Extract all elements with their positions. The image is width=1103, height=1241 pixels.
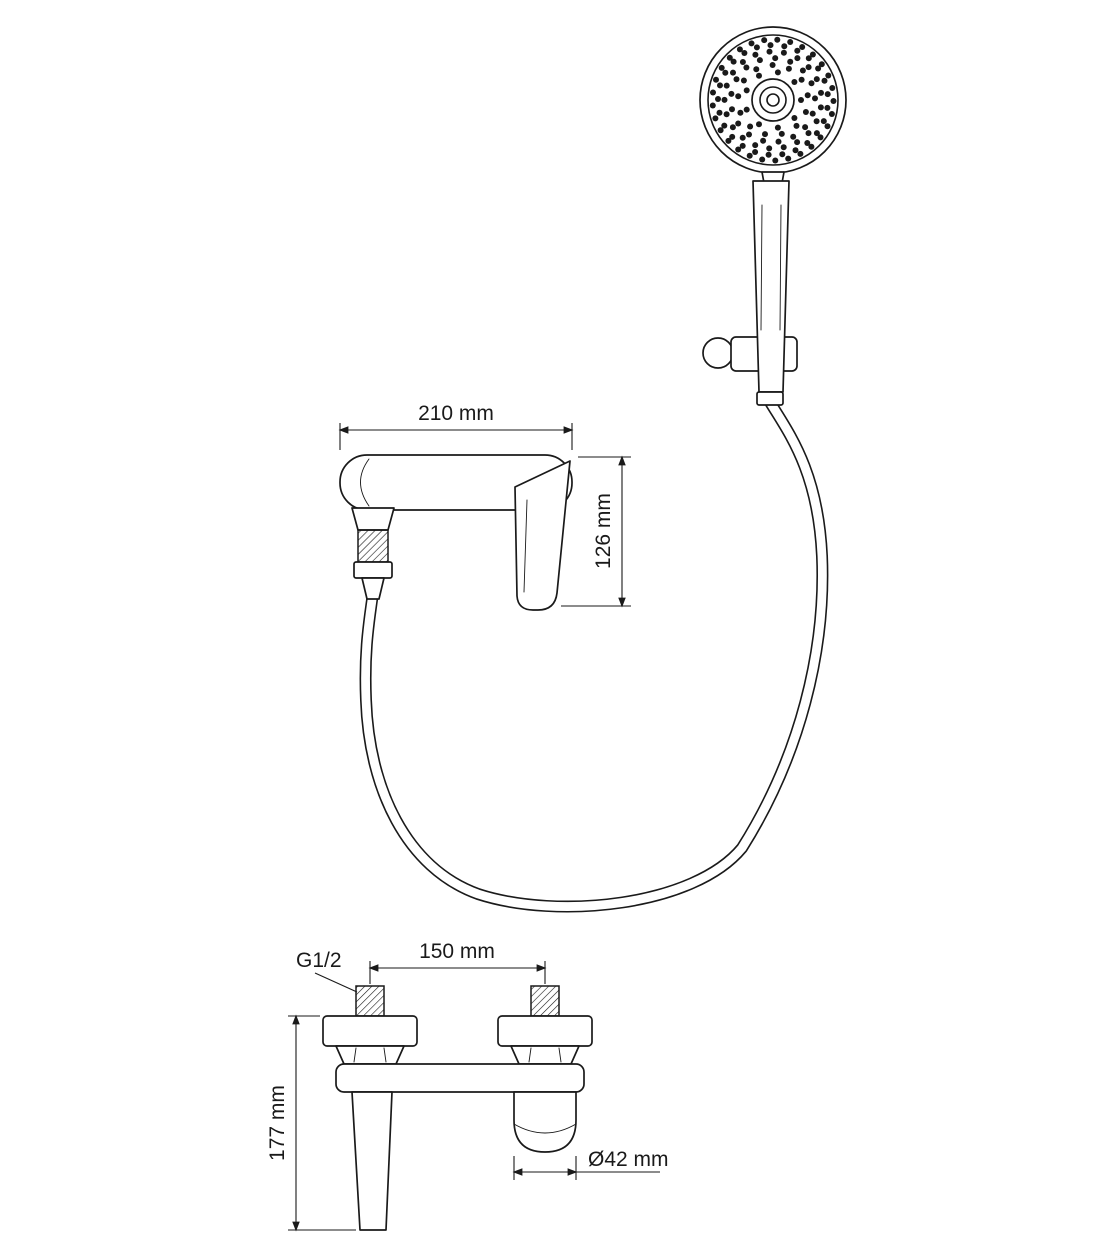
dim-body-height-label: 126 mm bbox=[592, 493, 615, 569]
body-end-cap-line bbox=[360, 458, 370, 507]
thread-callout: G1/2 bbox=[296, 949, 358, 993]
mixer-side-view bbox=[339, 454, 573, 611]
spray-nozzles bbox=[709, 36, 837, 164]
thread-label: G1/2 bbox=[296, 949, 342, 972]
nut-facet-line bbox=[528, 1047, 532, 1063]
shower-head-face-ring bbox=[707, 34, 839, 166]
dim-spout-diameter: Ø42 mm bbox=[512, 1148, 669, 1180]
shower-head-hub-ring bbox=[759, 86, 787, 114]
nut-facet-line bbox=[353, 1047, 357, 1063]
mounting-plate-right bbox=[497, 1015, 593, 1047]
bracket-knob bbox=[702, 337, 734, 369]
shower-hose bbox=[359, 396, 829, 913]
mixer-front-view bbox=[322, 985, 593, 1231]
dim-inlet-spacing: 150 mm bbox=[368, 940, 547, 984]
shower-head-hub bbox=[751, 78, 795, 122]
shower-handle bbox=[752, 180, 790, 393]
outlet-thread bbox=[357, 529, 389, 563]
nut-facet-line bbox=[558, 1047, 562, 1063]
lever-front bbox=[351, 1091, 393, 1231]
inlet-thread-right bbox=[530, 985, 560, 1017]
mixer-lever bbox=[514, 460, 571, 611]
lever-detail-line bbox=[523, 499, 528, 593]
spout bbox=[513, 1091, 577, 1153]
mixer-body bbox=[339, 454, 573, 511]
mounting-nut-right bbox=[510, 1045, 580, 1065]
hose-cone bbox=[361, 577, 385, 600]
mounting-nut-left bbox=[335, 1045, 405, 1065]
nut-facet-line bbox=[383, 1047, 387, 1063]
spout-rim-line bbox=[513, 1123, 577, 1134]
mixer-body-front bbox=[335, 1063, 585, 1093]
dim-overall-height-label: 177 mm bbox=[266, 1085, 289, 1161]
dim-overall-height: 177 mm bbox=[266, 1014, 356, 1232]
dim-inlet-spacing-label: 150 mm bbox=[419, 940, 495, 963]
leader-line bbox=[314, 972, 358, 993]
hose-nut-top bbox=[756, 391, 784, 406]
dim-body-height: 126 mm bbox=[561, 455, 631, 608]
outlet-collar bbox=[351, 507, 395, 531]
mounting-plate-left bbox=[322, 1015, 418, 1047]
hose-nut-bottom bbox=[353, 561, 393, 579]
dim-spout-diameter-label: Ø42 mm bbox=[588, 1148, 669, 1171]
dim-body-length: 210 mm bbox=[338, 402, 574, 450]
handle-detail-line bbox=[779, 204, 782, 331]
shower-head-center bbox=[766, 93, 780, 107]
hand-shower bbox=[699, 26, 847, 406]
dim-body-length-label: 210 mm bbox=[418, 402, 494, 425]
inlet-thread-left bbox=[355, 985, 385, 1017]
handle-detail-line bbox=[760, 204, 763, 331]
